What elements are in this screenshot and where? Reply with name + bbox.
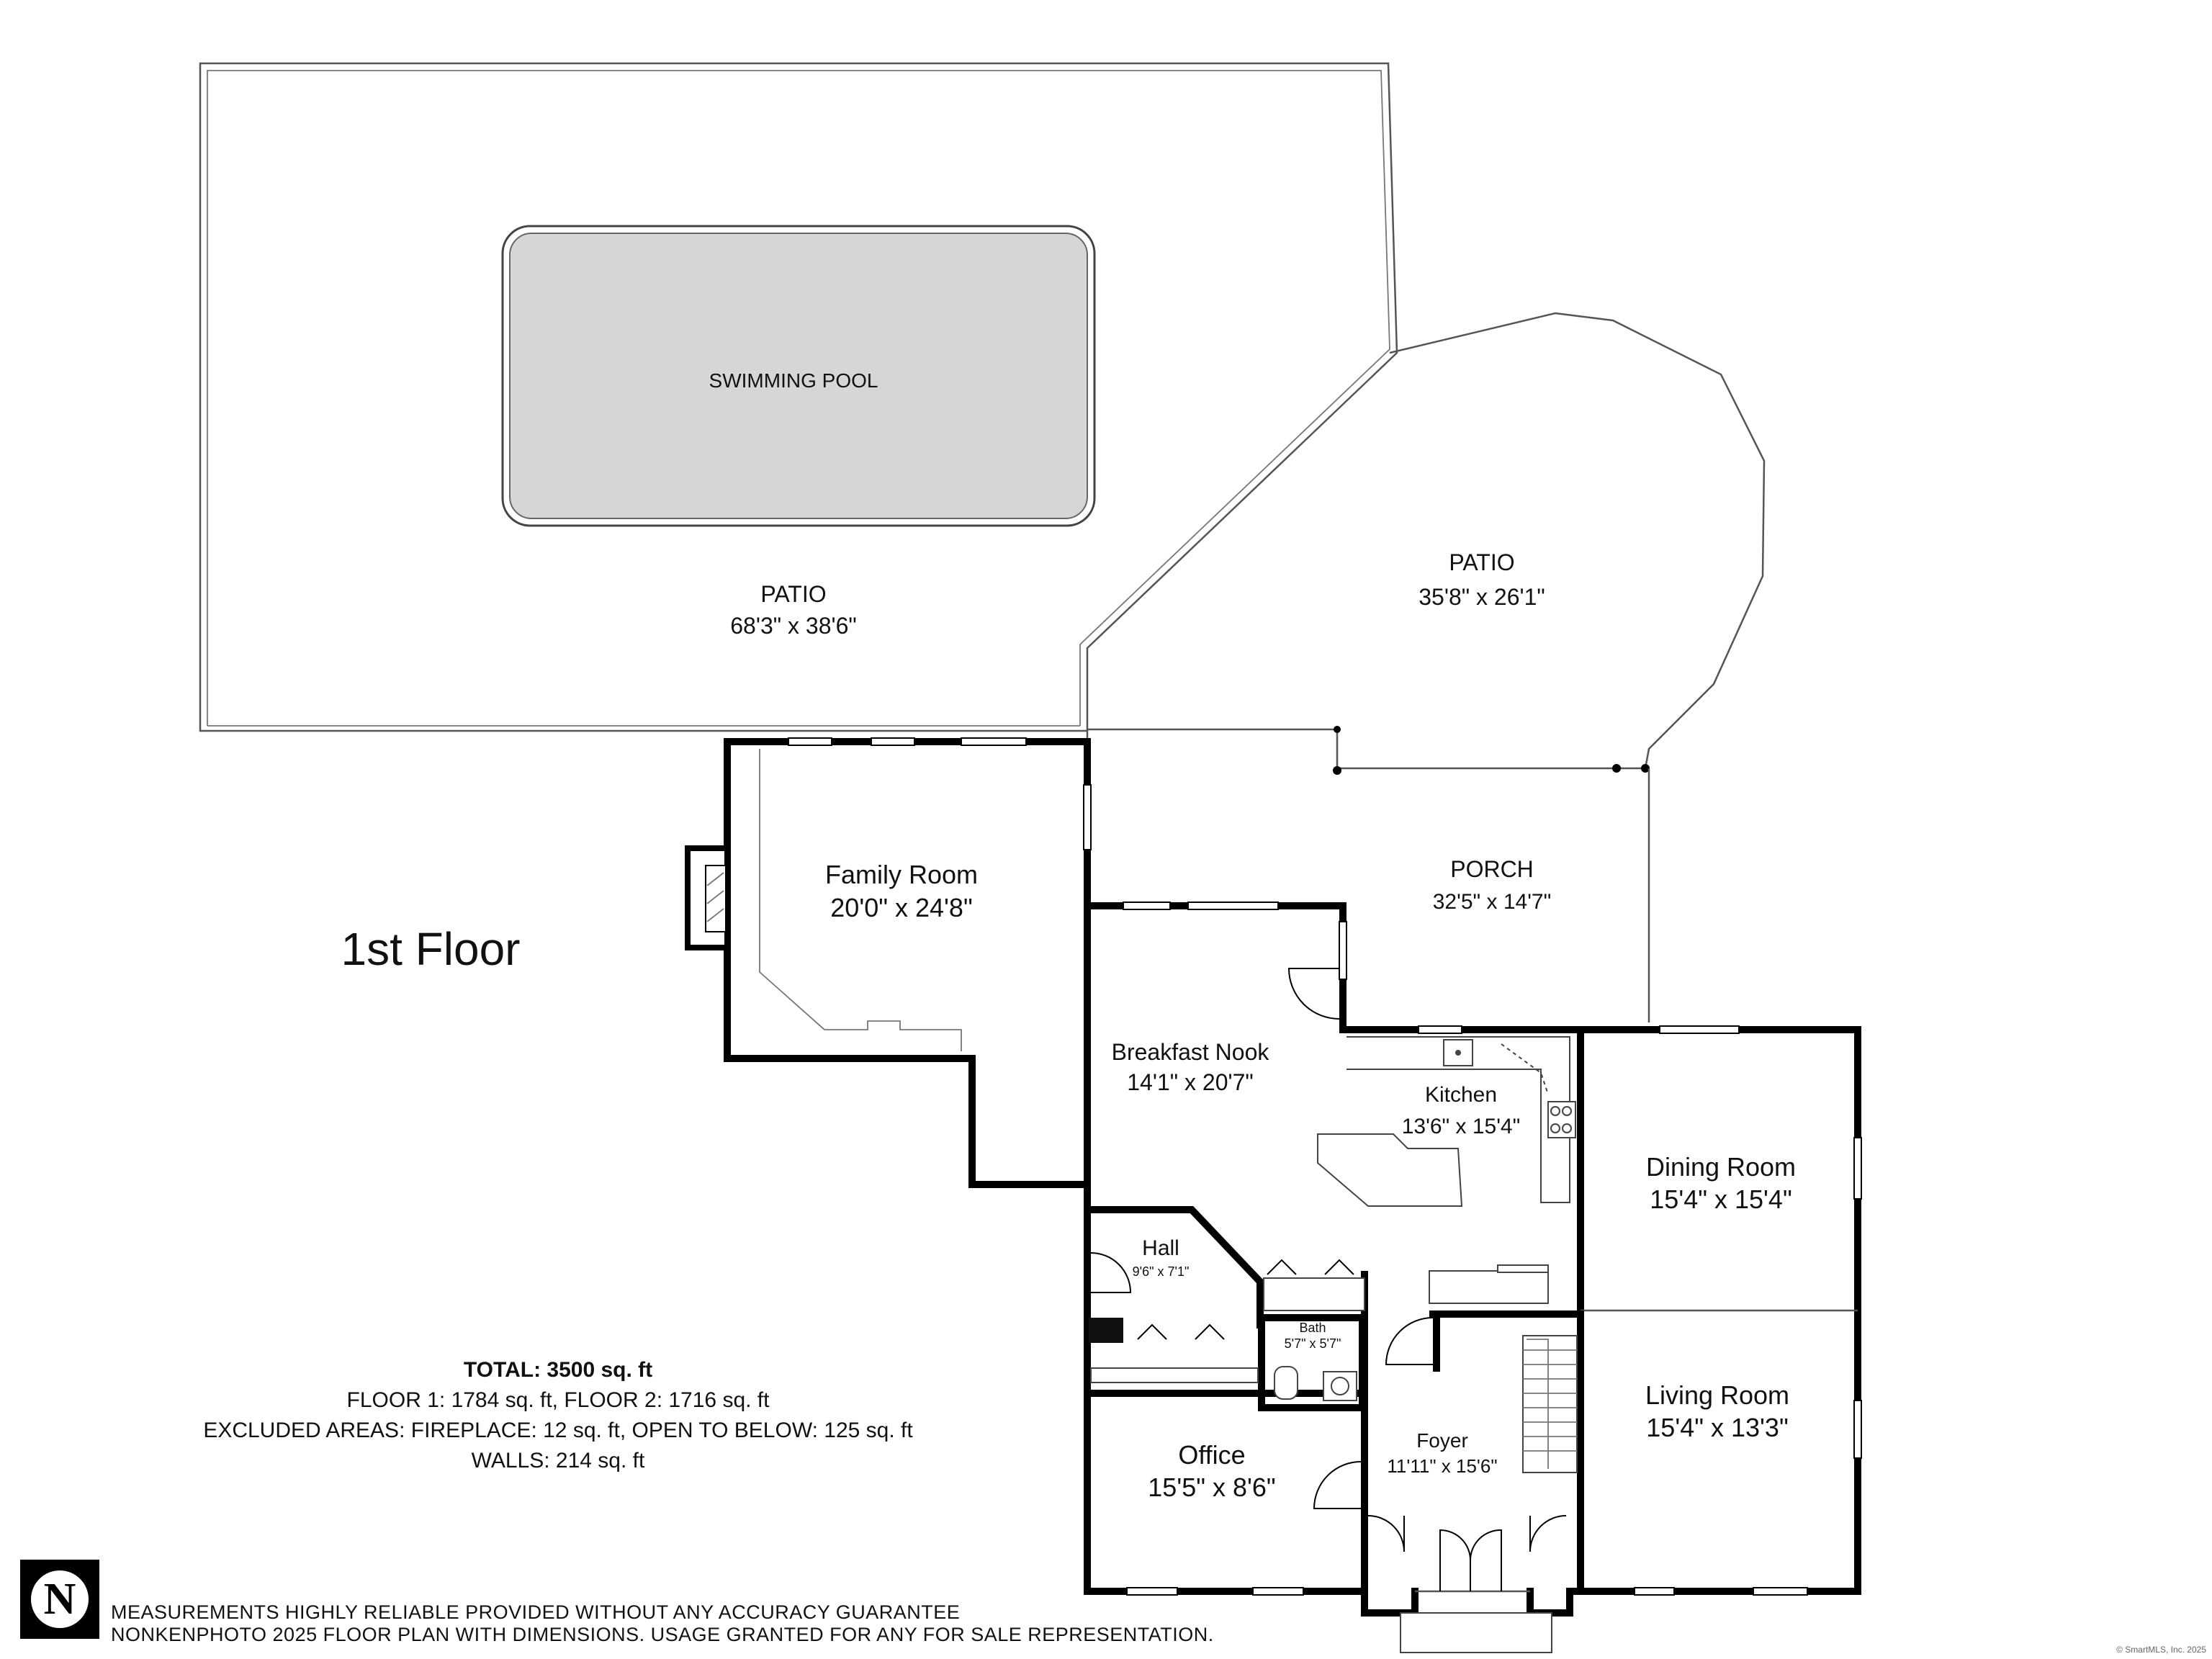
front-stoop [1400,1612,1552,1653]
patio-east-dims: 35'8" x 26'1" [1419,584,1545,610]
summary-total: TOTAL: 3500 sq. ft [464,1358,652,1382]
dining-room-dims: 15'4" x 15'4" [1650,1184,1791,1214]
office-name: Office [1178,1440,1245,1470]
pool-label: SWIMMING POOL [709,369,878,392]
bath-dims: 5'7" x 5'7" [1285,1336,1341,1351]
hall-name: Hall [1142,1236,1179,1260]
patio-west-name: PATIO [760,581,826,607]
kitchen-name: Kitchen [1425,1083,1497,1107]
summary-walls: WALLS: 214 sq. ft [472,1449,645,1473]
patio-east-name: PATIO [1449,549,1514,575]
porch-dims: 32'5" x 14'7" [1433,890,1552,914]
disclaimer-line-1: MEASUREMENTS HIGHLY RELIABLE PROVIDED WI… [111,1601,961,1623]
closets [1089,1277,1365,1383]
footer: N MEASUREMENTS HIGHLY RELIABLE PROVIDED … [20,1560,1316,1645]
nonken-logo: N [20,1560,99,1639]
stairs [1522,1335,1578,1473]
floor-label: 1st Floor [341,923,521,975]
family-room-bay [759,749,962,1051]
patio-west-dims: 68'3" x 38'6" [730,613,857,639]
bath-fixtures [1274,1366,1357,1401]
patio-west [199,62,1398,732]
kitchen-dims: 13'6" x 15'4" [1402,1115,1521,1138]
summary-floors: FLOOR 1: 1784 sq. ft, FLOOR 2: 1716 sq. … [347,1388,770,1412]
windows [788,737,1862,1596]
living-room-name: Living Room [1645,1380,1789,1410]
porch [1086,729,1650,1022]
breakfast-nook-name: Breakfast Nook [1112,1039,1270,1065]
fireplace [685,845,730,950]
summary-excluded: EXCLUDED AREAS: FIREPLACE: 12 sq. ft, OP… [203,1419,913,1442]
kitchen-fixtures [1317,1036,1576,1304]
disclaimer-line-2: NONKENPHOTO 2025 FLOOR PLAN WITH DIMENSI… [111,1624,1214,1645]
copyright-credit: © SmartMLS, Inc. 2025 [2116,1645,2206,1655]
dining-room-name: Dining Room [1646,1152,1796,1182]
family-room-dims: 20'0" x 24'8" [830,893,972,922]
office-dims: 15'5" x 8'6" [1148,1473,1275,1502]
breakfast-nook-dims: 14'1" x 20'7" [1127,1069,1254,1095]
swimming-pool [501,225,1096,527]
porch-name: PORCH [1450,856,1534,882]
patio-east [1087,312,1766,775]
foyer-dims: 11'11" x 15'6" [1387,1455,1497,1477]
foyer-name: Foyer [1416,1429,1468,1452]
hall-dims: 9'6" x 7'1" [1133,1264,1190,1279]
family-room-name: Family Room [825,860,978,889]
bath-name: Bath [1299,1321,1326,1335]
living-room-dims: 15'4" x 13'3" [1646,1413,1788,1442]
doors [1090,968,1567,1591]
logo-letter: N [31,1570,89,1628]
